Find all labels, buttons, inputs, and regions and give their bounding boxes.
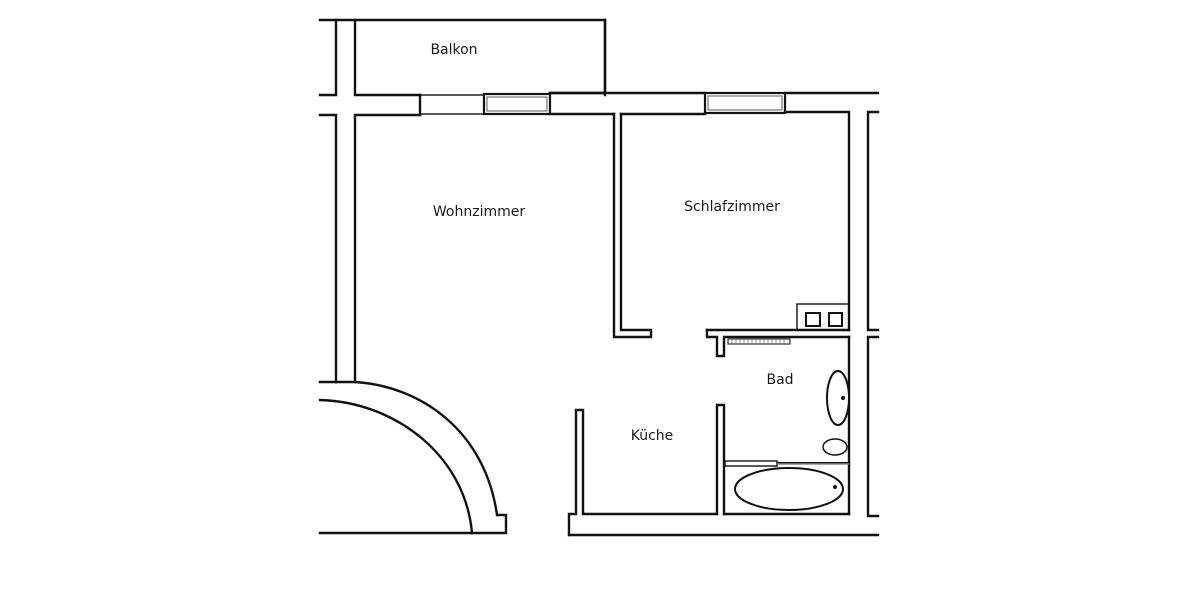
kitchen-walls <box>567 408 880 537</box>
top-wall <box>418 91 880 332</box>
bathroom-fixtures <box>734 370 850 511</box>
left-wall <box>318 18 607 384</box>
room-label-schlafzimmer: Schlafzimmer <box>684 199 780 215</box>
room-label-kueche: Küche <box>630 428 674 444</box>
cabinet <box>796 303 849 330</box>
room-label-wohnzimmer: Wohnzimmer <box>432 204 526 220</box>
room-label-bad: Bad <box>766 372 794 388</box>
curved-wall <box>318 380 508 535</box>
bathroom-walls <box>715 335 880 518</box>
room-label-balkon: Balkon <box>430 42 478 58</box>
interior-wall-bedroom <box>612 112 653 339</box>
interior-wall-bath-top <box>705 328 851 358</box>
balcony <box>548 18 607 95</box>
